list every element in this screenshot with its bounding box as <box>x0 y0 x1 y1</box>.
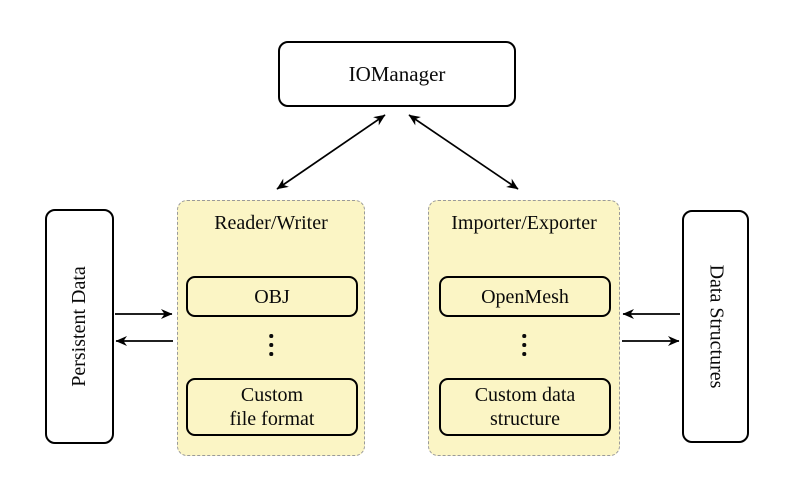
persistent-data-node: Persistent Data <box>45 209 114 444</box>
reader-writer-title: Reader/Writer <box>214 212 328 234</box>
data-structures-label-wrap: Data Structures <box>684 212 747 441</box>
custom-data-structure-node: Custom data structure <box>439 378 611 436</box>
data-structures-node: Data Structures <box>682 210 749 443</box>
vdots-icon <box>522 334 526 356</box>
iomanager-label: IOManager <box>348 61 446 86</box>
custom-file-format-node: Custom file format <box>186 378 358 436</box>
obj-node: OBJ <box>186 276 358 317</box>
arrow-iomanager-reader-writer <box>276 114 386 190</box>
iomanager-node: IOManager <box>278 41 516 107</box>
reader-writer-group: Reader/Writer OBJ Custom file format <box>177 200 365 456</box>
importer-exporter-group: Importer/Exporter OpenMesh Custom data s… <box>428 200 620 456</box>
persistent-data-label: Persistent Data <box>68 266 90 387</box>
openmesh-node: OpenMesh <box>439 276 611 317</box>
vdots-icon <box>269 334 273 356</box>
persistent-data-label-wrap: Persistent Data <box>47 211 112 442</box>
data-structures-label: Data Structures <box>705 264 728 389</box>
importer-exporter-title: Importer/Exporter <box>451 212 597 234</box>
arrow-iomanager-importer-exporter <box>408 114 519 190</box>
